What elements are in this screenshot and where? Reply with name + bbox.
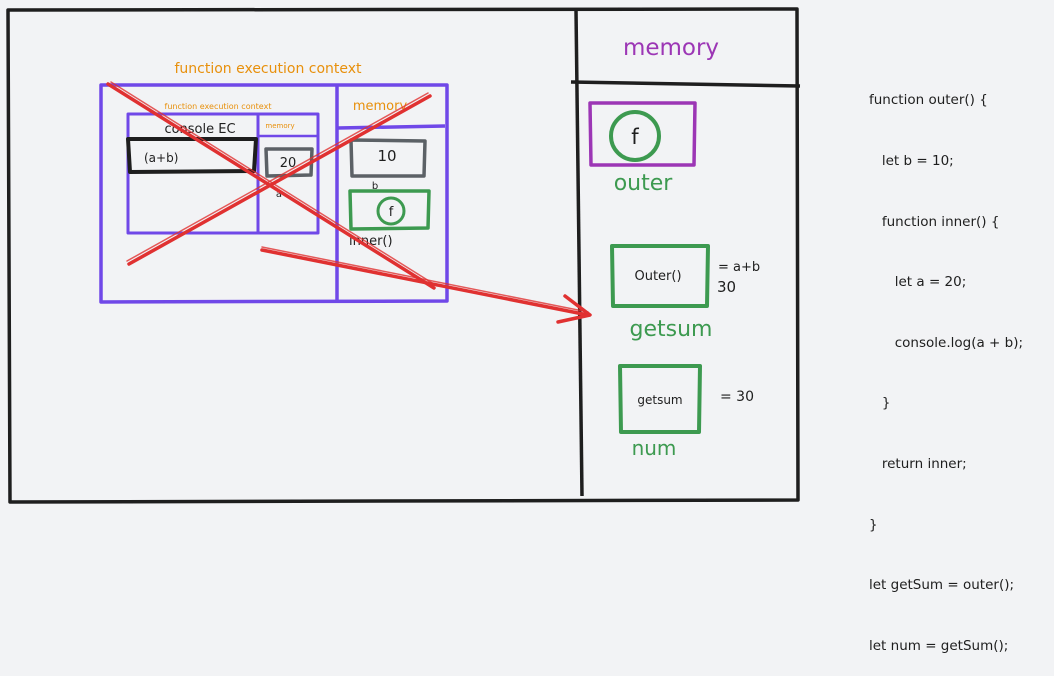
- return-arrow-line: [260, 248, 590, 317]
- code-line: let b = 10;: [869, 153, 954, 170]
- var-a-value: 20: [280, 156, 297, 171]
- getsum-result: 30: [717, 278, 736, 296]
- inner-function-f-icon: f: [389, 205, 394, 220]
- var-b-name: b: [372, 181, 378, 192]
- return-arrow-line-b: [261, 246, 589, 313]
- code-line: return inner;: [869, 456, 967, 473]
- return-arrow-head: [556, 294, 592, 324]
- fec-inner-memory-label: memory: [265, 122, 294, 130]
- code-line: function inner() {: [869, 213, 1000, 230]
- code-line: let getSum = outer();: [869, 577, 1015, 594]
- getsum-box: [610, 244, 710, 308]
- outer-function-f-icon: f: [631, 125, 639, 149]
- var-b-box: [349, 138, 427, 178]
- var-b-value: 10: [377, 147, 396, 165]
- var-a-name: a: [276, 189, 282, 200]
- fec-inner-box: [126, 112, 320, 235]
- fec-inner-title: function execution context: [165, 102, 272, 111]
- fec-outer-memory-line: [337, 124, 446, 130]
- memory-divider-line: [574, 9, 584, 497]
- outer-function-circle: [609, 110, 661, 162]
- fec-outer-title: function execution context: [174, 61, 362, 77]
- code-line: }: [869, 516, 878, 533]
- fec-outer-memory-label: memory: [353, 99, 408, 114]
- memory-heading: memory: [623, 35, 719, 61]
- num-box-value: getsum: [637, 393, 682, 407]
- var-a-box: [264, 147, 314, 178]
- code-line: function outer() {: [869, 92, 988, 109]
- inner-function-box: [348, 189, 431, 231]
- code-line: }: [869, 395, 891, 412]
- getsum-label: getsum: [630, 317, 713, 342]
- cross-out-line-2: [127, 94, 432, 266]
- code-line: let num = getSum();: [869, 637, 1009, 654]
- outer-function-box: [588, 101, 697, 167]
- num-label: num: [632, 436, 677, 460]
- expr-a-plus-b: (a+b): [144, 151, 178, 165]
- num-expression: = 30: [720, 389, 754, 405]
- memory-header-line: [570, 80, 801, 88]
- cross-out-line-2b: [126, 92, 429, 262]
- diagram-canvas: memory function execution context memory…: [6, 7, 801, 504]
- code-snippet: function outer() { let b = 10; function …: [869, 50, 1023, 676]
- getsum-expression: = a+b: [718, 260, 760, 275]
- inner-function-circle: [376, 196, 406, 226]
- code-line: let a = 20;: [869, 274, 967, 291]
- fec-outer-box: [99, 83, 449, 304]
- code-line: console.log(a + b);: [869, 334, 1024, 351]
- getsum-box-value: Outer(): [634, 269, 681, 284]
- outer-function-label: outer: [614, 171, 674, 196]
- num-box: [618, 364, 702, 434]
- callstack-frame: [6, 7, 800, 504]
